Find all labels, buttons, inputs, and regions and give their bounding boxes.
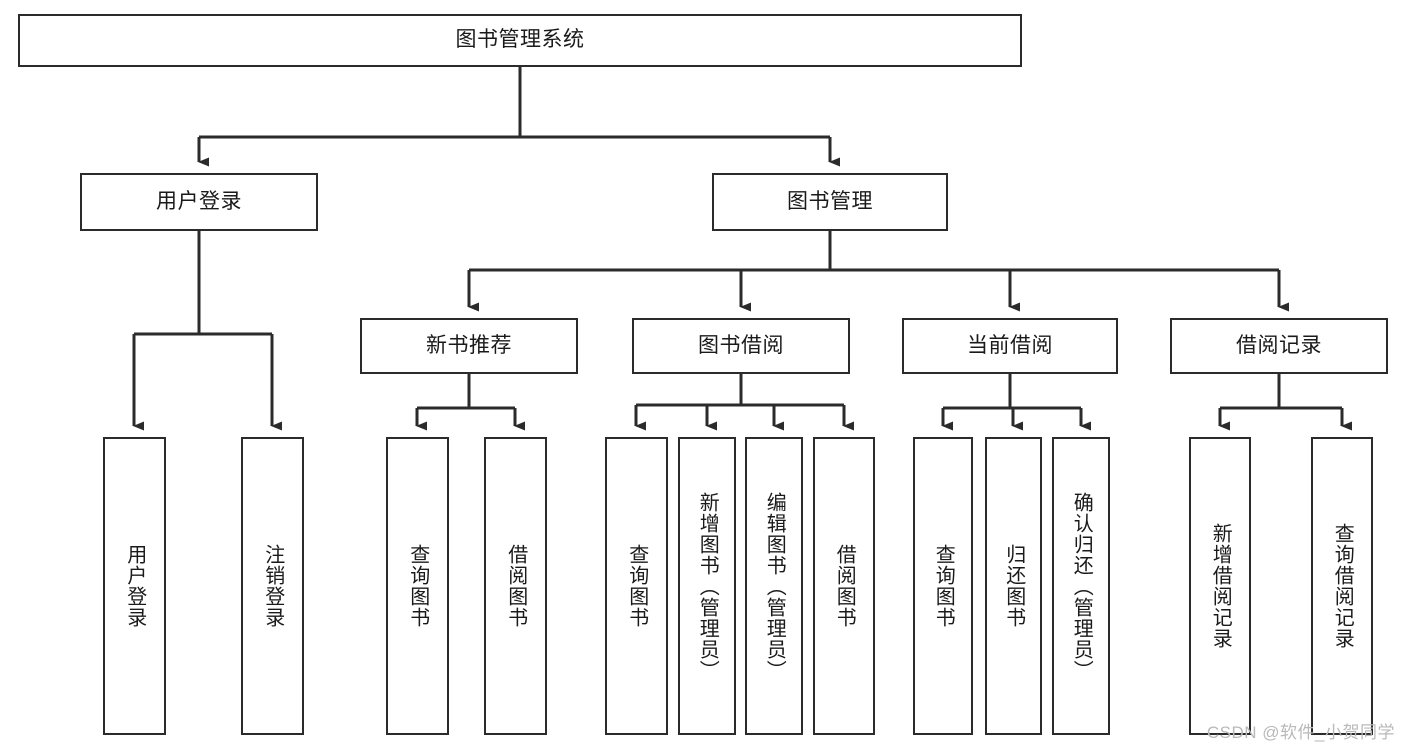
leaf-node-label: 查询图书: [406, 544, 429, 628]
node-book-management-label: 图书管理: [787, 189, 873, 213]
leaf-node[interactable]: 查询图书: [605, 437, 668, 735]
leaf-node[interactable]: 新增借阅记录: [1189, 437, 1251, 735]
node-root-label: 图书管理系统: [455, 28, 585, 52]
leaf-node-label: 查询借阅记录: [1331, 523, 1354, 649]
leaf-node[interactable]: 编辑图书（管理员）: [745, 437, 803, 735]
node-new-book-recommendation[interactable]: 新书推荐: [360, 318, 578, 374]
csdn-watermark: CSDN @软件_小贺同学: [1206, 723, 1395, 742]
node-root-book-management-system[interactable]: 图书管理系统: [18, 14, 1022, 67]
leaf-node[interactable]: 注销登录: [241, 437, 304, 735]
leaf-node[interactable]: 查询图书: [913, 437, 973, 735]
leaf-node-label: 编辑图书（管理员）: [763, 491, 786, 681]
leaf-node-label: 注销登录: [261, 544, 284, 628]
leaf-node[interactable]: 用户登录: [103, 437, 166, 735]
node-current-borrowing-label: 当前借阅: [967, 333, 1053, 357]
leaf-node[interactable]: 借阅图书: [484, 437, 547, 735]
leaf-node[interactable]: 确认归还（管理员）: [1052, 437, 1110, 735]
leaf-node[interactable]: 归还图书: [985, 437, 1042, 735]
leaf-node[interactable]: 查询借阅记录: [1311, 437, 1373, 735]
leaf-node-label: 借阅图书: [504, 544, 527, 628]
leaf-node[interactable]: 新增图书（管理员）: [678, 437, 736, 735]
leaf-node-label: 新增图书（管理员）: [696, 491, 719, 681]
leaf-node-label: 确认归还（管理员）: [1070, 491, 1093, 681]
node-borrowing-record[interactable]: 借阅记录: [1170, 318, 1388, 374]
node-book-borrowing-label: 图书借阅: [698, 333, 784, 357]
node-current-borrowing[interactable]: 当前借阅: [902, 318, 1118, 374]
leaf-node-label: 新增借阅记录: [1209, 523, 1232, 649]
leaf-node[interactable]: 借阅图书: [813, 437, 875, 735]
leaf-node-label: 用户登录: [123, 544, 146, 628]
node-user-login-label: 用户登录: [156, 189, 242, 213]
node-user-login[interactable]: 用户登录: [80, 173, 318, 231]
node-borrowing-record-label: 借阅记录: [1236, 333, 1322, 357]
leaf-node[interactable]: 查询图书: [386, 437, 449, 735]
leaf-node-label: 查询图书: [932, 544, 955, 628]
leaf-node-label: 归还图书: [1002, 544, 1025, 628]
leaf-node-label: 查询图书: [625, 544, 648, 628]
node-book-borrowing[interactable]: 图书借阅: [632, 318, 850, 374]
node-new-book-recommendation-label: 新书推荐: [426, 333, 512, 357]
leaf-node-label: 借阅图书: [833, 544, 856, 628]
node-book-management[interactable]: 图书管理: [712, 173, 948, 231]
